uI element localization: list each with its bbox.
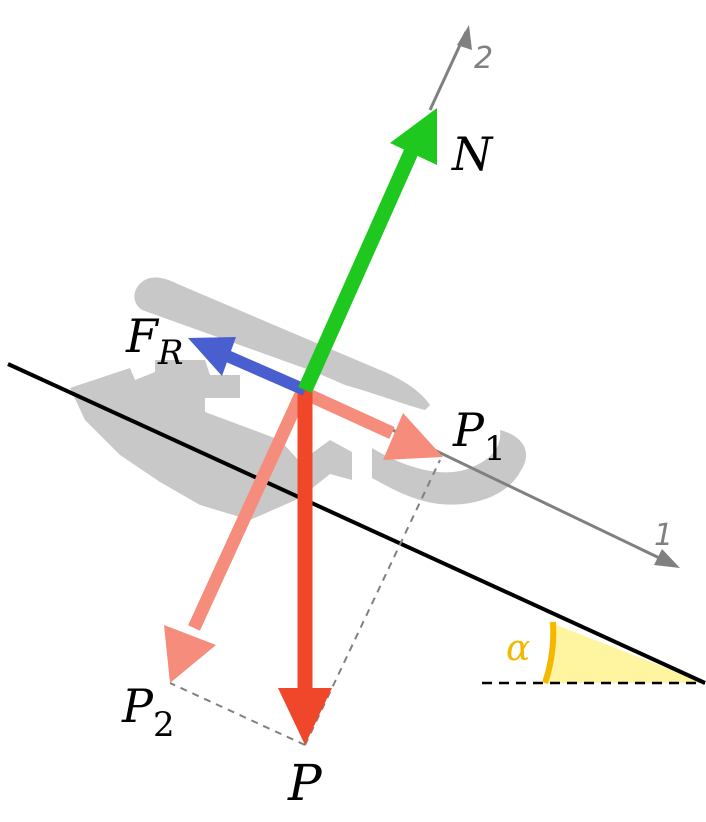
label-angle: α: [506, 628, 530, 669]
p1-vector: [299, 386, 443, 460]
label-p2: P2: [121, 679, 175, 745]
axis-1-arrowhead: [654, 549, 680, 568]
normal-vector: [298, 108, 437, 394]
label-friction-sub: R: [157, 333, 184, 373]
axis-2-arrowhead: [457, 25, 472, 50]
angle-fill: [545, 622, 705, 683]
label-friction: FR: [125, 309, 184, 373]
label-axis-1: 1: [654, 518, 673, 553]
label-p1: P1: [452, 403, 506, 469]
label-p1-sub: 1: [484, 429, 506, 469]
angle-arc: [542, 621, 557, 684]
label-axis-2: 2: [474, 41, 493, 76]
label-weight: P: [287, 754, 323, 812]
incline-surface: [7, 362, 706, 685]
label-p2-sub: 2: [153, 705, 175, 745]
friction-vector: [188, 337, 308, 396]
label-normal: N: [451, 127, 494, 181]
p2-vector: [164, 389, 308, 683]
block: [70, 277, 527, 520]
weight-vector: [278, 388, 332, 745]
